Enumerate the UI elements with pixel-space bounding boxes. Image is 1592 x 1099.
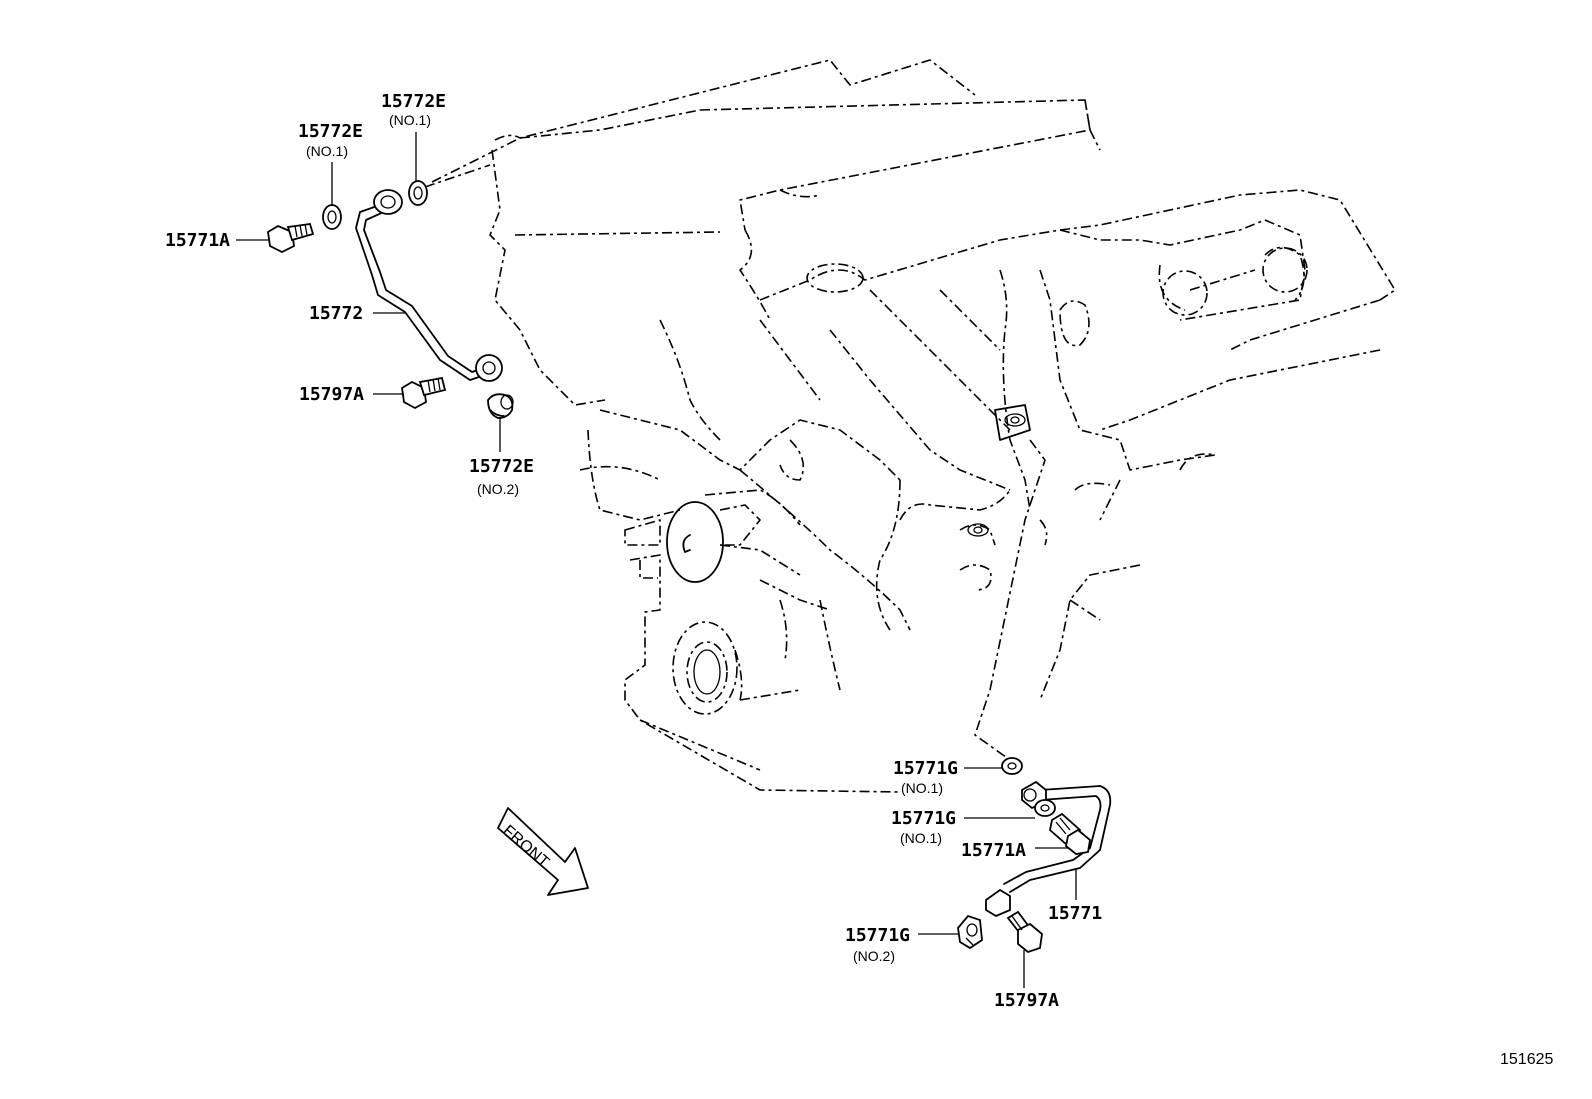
- callout-15772: 15772: [309, 303, 363, 324]
- engine-block-outline: [424, 59, 1396, 793]
- callout-15771G-c-sub: (NO.2): [853, 948, 895, 964]
- oil-pipe-15771: [985, 780, 1112, 918]
- front-arrow: FRONT: [497, 807, 589, 896]
- callout-15772E-c-sub: (NO.2): [477, 481, 519, 497]
- washer-15772E-a: [322, 204, 342, 230]
- bolt-15797A-top: [401, 376, 447, 410]
- callout-15771G-a: 15771G: [893, 758, 958, 779]
- crank-seal: [672, 621, 738, 715]
- diagram-reference-number: 151625: [1500, 1051, 1553, 1068]
- washer-15771G-b: [1034, 799, 1056, 817]
- callout-15772E-b: 15772E: [381, 91, 446, 112]
- callout-15771: 15771: [1048, 903, 1102, 924]
- callout-15772E-a-sub: (NO.1): [306, 143, 348, 159]
- washer-15772E-c: [487, 393, 514, 419]
- bolt-15797A-bottom: [1006, 910, 1043, 954]
- leader-lines: [236, 132, 1077, 988]
- oil-pipe-15772: [355, 189, 503, 382]
- callout-15797A-top: 15797A: [299, 384, 364, 405]
- callout-15771G-a-sub: (NO.1): [901, 780, 943, 796]
- callout-15771G-b-sub: (NO.1): [900, 830, 942, 846]
- bolt-15771A-bottom: [1049, 812, 1091, 855]
- callout-15771G-b: 15771G: [891, 808, 956, 829]
- front-arrow-label: FRONT: [499, 822, 552, 871]
- washer-15771G-a: [1001, 757, 1023, 775]
- callout-15772E-a: 15772E: [298, 121, 363, 142]
- pulley: [666, 501, 724, 583]
- engine-features: [666, 247, 1308, 715]
- washer-15771G-c: [957, 914, 983, 950]
- callouts: 15771A 15772 15797A 15772E (NO.1) 15772E…: [165, 91, 1102, 1011]
- callout-15771G-c: 15771G: [845, 925, 910, 946]
- washer-15772E-b: [408, 180, 428, 206]
- callout-15771A-bottom: 15771A: [961, 840, 1026, 861]
- bolt-15771A-top: [267, 223, 315, 254]
- callout-15772E-c: 15772E: [469, 456, 534, 477]
- callout-15772E-b-sub: (NO.1): [389, 112, 431, 128]
- callout-15771A-top: 15771A: [165, 230, 230, 251]
- callout-15797A-bottom: 15797A: [994, 990, 1059, 1011]
